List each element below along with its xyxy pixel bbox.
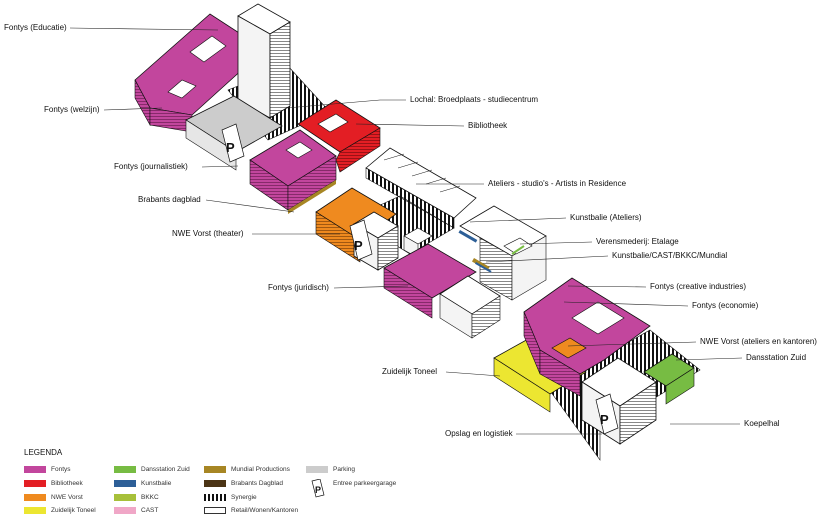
svg-text:P: P bbox=[226, 140, 235, 155]
multi-color-strip-2 bbox=[474, 262, 492, 273]
parking-a-front bbox=[185, 119, 237, 171]
legend-swatch bbox=[204, 480, 226, 487]
label-fontys-juridisch: Fontys (juridisch) bbox=[268, 283, 329, 292]
theater-tower-side bbox=[377, 225, 399, 271]
label-fontys-economie: Fontys (economie) bbox=[692, 301, 759, 310]
kunstbalie-blue-band bbox=[458, 230, 478, 243]
label-lochal: Lochal: Broedplaats - studiecentrum bbox=[410, 95, 539, 104]
callout-lines bbox=[69, 27, 743, 435]
legend-swatch bbox=[24, 494, 46, 501]
label-zuidelijk-toneel: Zuidelijk Toneel bbox=[382, 367, 437, 376]
leader-kunstbalie-ateliers bbox=[469, 217, 567, 223]
label-dansstation-zuid: Dansstation Zuid bbox=[746, 353, 807, 362]
leader-verensmederij bbox=[519, 241, 593, 245]
parking-entrance-icon: P bbox=[221, 123, 245, 163]
label-brabants-dagblad: Brabants dagblad bbox=[138, 195, 201, 204]
legend-swatch bbox=[204, 466, 226, 473]
label-nwe-vorst-theater: NWE Vorst (theater) bbox=[172, 229, 244, 238]
legend-swatch bbox=[306, 466, 328, 473]
legend-swatch bbox=[114, 507, 136, 514]
etalage-court bbox=[503, 237, 533, 255]
legend-title: LEGENDA bbox=[24, 448, 63, 457]
legend-swatch bbox=[114, 494, 136, 501]
label-verensmederij: Verensmederij: Etalage bbox=[596, 237, 679, 246]
svg-text:P: P bbox=[315, 485, 321, 495]
leader-zuidelijk-toneel bbox=[445, 371, 501, 377]
label-kunstbalie-ateliers: Kunstbalie (Ateliers) bbox=[570, 213, 642, 222]
leader-fontys-juridisch bbox=[333, 285, 409, 289]
nwe-vorst-front bbox=[315, 211, 361, 263]
white-block-b-side bbox=[471, 295, 501, 339]
parking-entry-icon: P bbox=[311, 479, 325, 498]
kunstbalie-cluster bbox=[458, 205, 547, 301]
label-opslag-logistiek: Opslag en logistiek bbox=[445, 429, 513, 438]
ateliers-block bbox=[365, 147, 477, 229]
fontys-juridisch-front bbox=[383, 267, 433, 319]
leader-fontys-economie bbox=[563, 301, 689, 307]
label-fontys-journalistiek: Fontys (journalistiek) bbox=[114, 162, 188, 171]
parking-entrance-icon-2: P bbox=[349, 219, 373, 261]
legend-swatch bbox=[24, 480, 46, 487]
leader-fontys-welzijn bbox=[103, 107, 163, 111]
label-koepelhal: Koepelhal bbox=[744, 419, 780, 428]
svg-text:P: P bbox=[354, 238, 363, 253]
label-ateliers: Ateliers - studio's - Artists in Residen… bbox=[488, 179, 627, 188]
label-kunstbalie-cast: Kunstbalie/CAST/BKKC/Mundial bbox=[612, 251, 728, 260]
green-accent bbox=[511, 245, 525, 255]
courtyard-a2 bbox=[167, 79, 197, 99]
label-fontys-educatie: Fontys (Educatie) bbox=[4, 23, 67, 32]
block-b: P bbox=[315, 187, 501, 339]
courtyard-a1 bbox=[189, 35, 227, 63]
leader-fontys-educatie bbox=[69, 27, 219, 31]
leader-fontys-journalistiek bbox=[201, 165, 239, 168]
leader-lochal bbox=[285, 99, 406, 109]
zuidelijk-toneel-front bbox=[493, 357, 551, 413]
legend-swatch bbox=[204, 507, 226, 514]
fontys-creative-front-2 bbox=[539, 349, 581, 397]
white-block-c-side bbox=[619, 381, 657, 445]
label-fontys-creative: Fontys (creative industries) bbox=[650, 282, 747, 291]
leader-fontys-creative bbox=[567, 285, 647, 288]
legend-swatch bbox=[24, 507, 46, 514]
block-a: P bbox=[134, 3, 381, 214]
legend-swatch bbox=[204, 494, 226, 501]
creative-court bbox=[571, 301, 625, 335]
leader-brabants-dagblad bbox=[205, 199, 295, 213]
label-bibliotheek: Bibliotheek bbox=[468, 121, 508, 130]
legend-swatch bbox=[114, 480, 136, 487]
leader-kunstbalie-cast bbox=[485, 255, 609, 263]
bibliotheek-court bbox=[317, 113, 349, 133]
label-nwe-vorst-ateliers: NWE Vorst (ateliers en kantoren) bbox=[700, 337, 817, 346]
courtyard-a3 bbox=[285, 141, 313, 159]
leader-dansstation bbox=[675, 357, 743, 361]
parking-entrance-icon-3: P bbox=[595, 393, 619, 435]
legend-swatch bbox=[24, 466, 46, 473]
block-c: P bbox=[493, 277, 701, 461]
svg-text:P: P bbox=[600, 412, 609, 427]
label-fontys-welzijn: Fontys (welzijn) bbox=[44, 105, 100, 114]
legend-swatch bbox=[114, 466, 136, 473]
dansstation-front bbox=[665, 367, 695, 405]
nwe-vorst-ateliers bbox=[551, 337, 587, 359]
tower-right bbox=[269, 21, 291, 119]
brabants-dagblad-strip bbox=[288, 180, 336, 214]
leader-bibliotheek bbox=[355, 123, 465, 127]
leader-nwe-vorst-ateliers bbox=[567, 341, 697, 347]
bibliotheek-front bbox=[335, 127, 381, 173]
